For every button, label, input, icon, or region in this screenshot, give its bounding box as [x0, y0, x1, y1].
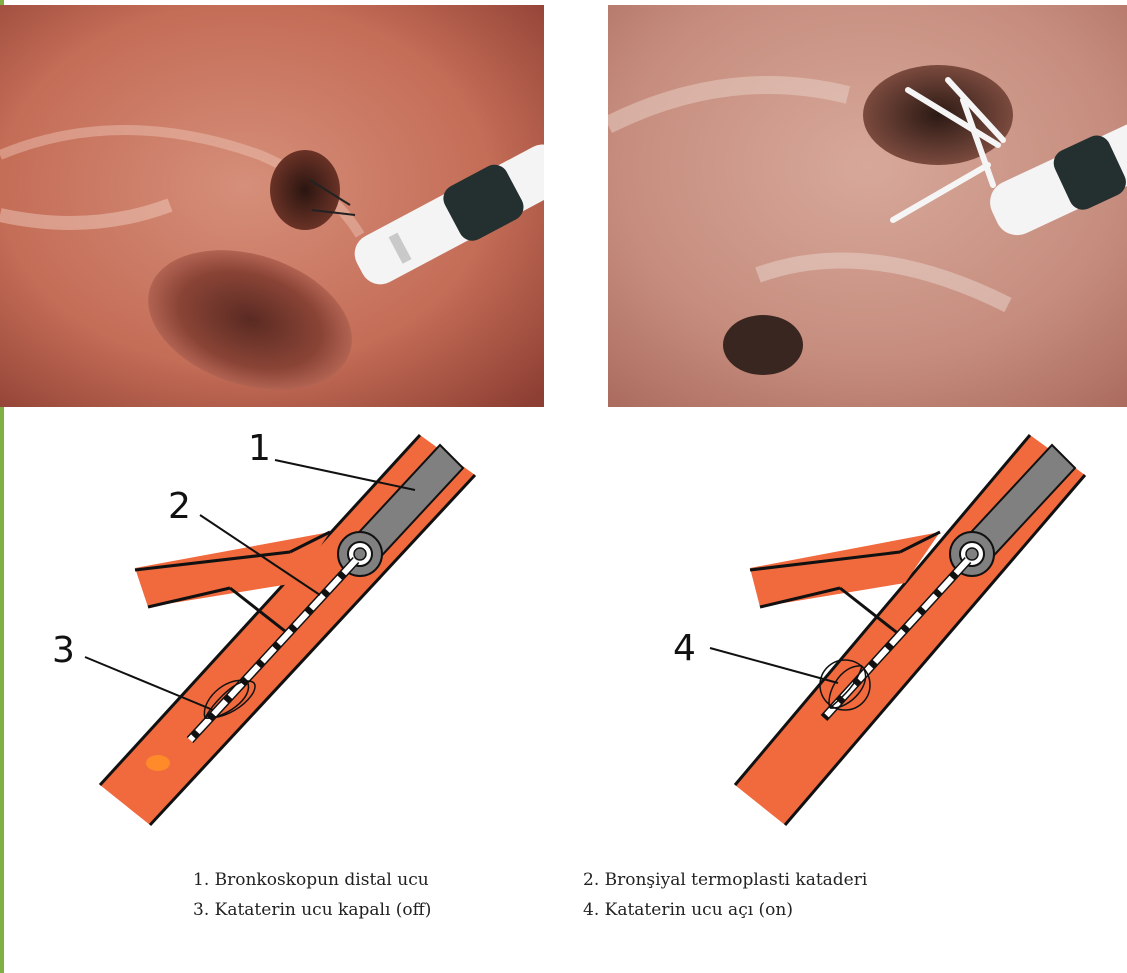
label-4: 4: [673, 628, 696, 669]
legend-item-4: 4. Kataterin ucu açı (on): [583, 900, 793, 920]
label-1: 1: [248, 428, 271, 469]
legend: 1. Bronkoskopun distal ucu 2. Bronşiyal …: [0, 866, 1127, 936]
label-2: 2: [168, 486, 191, 527]
bronchoscopy-photo-left: [0, 5, 544, 407]
label-3: 3: [52, 630, 75, 671]
bronchoscopy-photo-right: [608, 5, 1127, 407]
catheter-diagram-closed: 1 2 3: [0, 420, 560, 840]
legend-item-2: 2. Bronşiyal termoplasti kataderi: [583, 870, 867, 890]
legend-item-1: 1. Bronkoskopun distal ucu: [193, 870, 429, 890]
legend-item-3: 3. Kataterin ucu kapalı (off): [193, 900, 431, 920]
catheter-diagram-open: 4: [600, 420, 1127, 840]
